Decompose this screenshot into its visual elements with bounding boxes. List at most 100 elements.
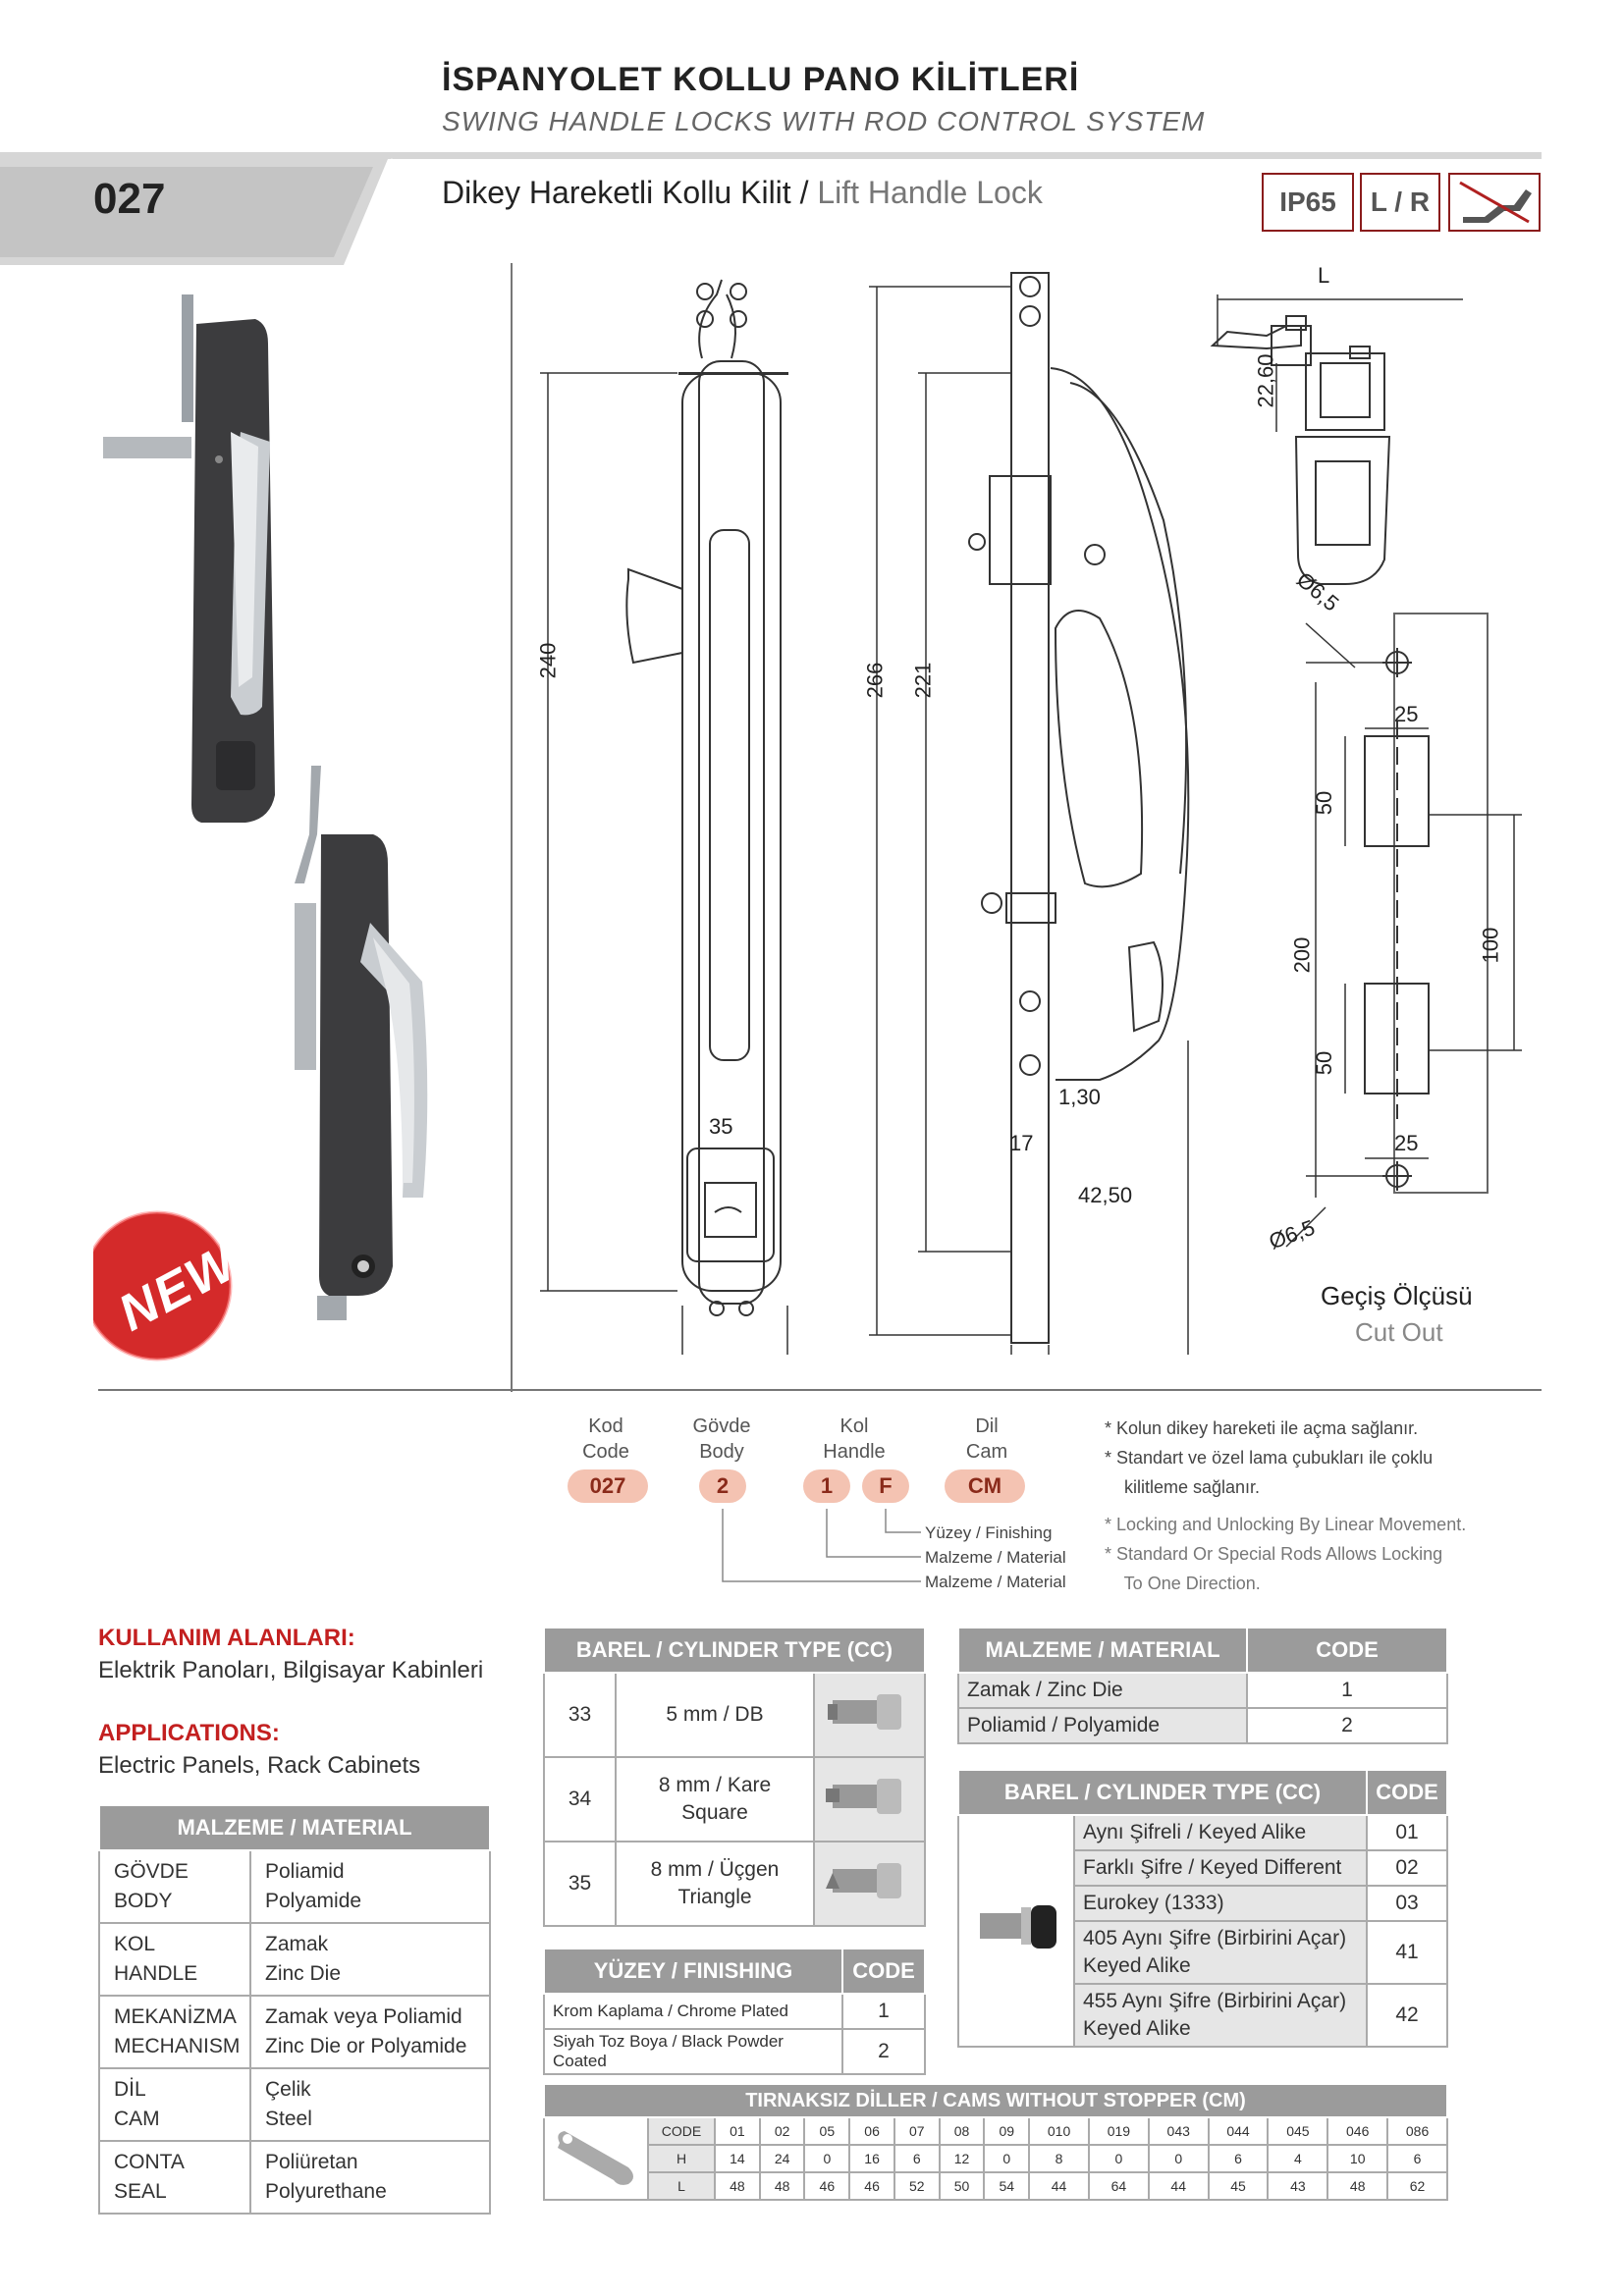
material-table-header: MALZEME / MATERIAL	[98, 1804, 491, 1851]
new-badge	[93, 1210, 233, 1362]
code-pill-finishing: F	[862, 1469, 909, 1503]
usage-text-tr: Elektrik Panoları, Bilgisayar Kabinleri	[98, 1657, 484, 1683]
technical-drawing	[540, 272, 1522, 1355]
code-pill-cam: CM	[945, 1469, 1025, 1503]
cfg-legend-material-body: Malzeme / Material	[925, 1573, 1066, 1591]
table-row: Eurokey (1333) 03	[958, 1885, 1448, 1922]
dim-35: 35	[709, 1114, 733, 1139]
barrel-table-header: BAREL / CYLINDER TYPE (CC)	[543, 1627, 926, 1674]
dim-200: 200	[1289, 936, 1315, 974]
table-row: Farklı Şifre / Keyed Different 02	[958, 1849, 1448, 1887]
cams-table-header: TIRNAKSIZ DİLLER / CAMS WITHOUT STOPPER …	[543, 2083, 1448, 2118]
table-row: 405 Aynı Şifre (Birbirini Açar)Keyed Ali…	[958, 1920, 1448, 1985]
cutout-label-tr: Geçiş Ölçüsü	[1321, 1281, 1473, 1310]
product-photo-front	[103, 294, 275, 823]
table-row: Krom Kaplama / Chrome Plated 1	[543, 1993, 926, 2030]
finishing-code-header: CODE	[841, 1948, 926, 1995]
cylinder-image	[813, 1672, 926, 1758]
barrel-table: BAREL / CYLINDER TYPE (CC) 33 5 mm / DB …	[543, 1627, 926, 1927]
drawing-cutout	[1364, 613, 1489, 1194]
dim-17: 17	[1009, 1131, 1034, 1155]
product-code: 027	[93, 175, 166, 223]
cylinder-image	[813, 1756, 926, 1842]
code-pill-body: 2	[699, 1469, 746, 1503]
dim-50-top: 50	[1312, 790, 1337, 816]
product-name-tr: Dikey Hareketli Kollu Kilit /	[442, 175, 809, 210]
dim-L: L	[1318, 263, 1330, 288]
cam-image	[543, 2116, 649, 2201]
notes-en: * Locking and Unlocking By Linear Moveme…	[1105, 1510, 1466, 1598]
page-subtitle: SWING HANDLE LOCKS WITH ROD CONTROL SYST…	[442, 106, 1206, 136]
header-band	[0, 152, 1542, 266]
product-name: Dikey Hareketli Kollu Kilit / Lift Handl…	[442, 175, 1043, 211]
dim-22-60: 22,60	[1253, 353, 1278, 408]
table-row: 455 Aynı Şifre (Birbirini Açar)Keyed Ali…	[958, 1983, 1448, 2048]
code-pill-handle: 1	[803, 1469, 850, 1503]
keyed-table-code-header: CODE	[1366, 1769, 1448, 1816]
dimension-lines	[540, 286, 1522, 1355]
notes-tr: * Kolun dikey hareketi ile açma sağlanır…	[1105, 1414, 1433, 1502]
code-pill-code: 027	[568, 1469, 648, 1503]
product-name-en: Lift Handle Lock	[817, 175, 1043, 210]
lr-badge: L / R	[1360, 173, 1440, 232]
cylinder-image	[813, 1841, 926, 1927]
material-code-header: MALZEME / MATERIAL	[957, 1627, 1248, 1674]
drawing-side-view	[968, 272, 1190, 1344]
dim-50-bottom: 50	[1312, 1050, 1337, 1076]
material-code-table: MALZEME / MATERIAL CODE Zamak / Zinc Die…	[957, 1627, 1448, 1744]
note-en-3: To One Direction.	[1105, 1574, 1261, 1593]
dim-25-bottom: 25	[1394, 1131, 1419, 1155]
key-cylinder-image	[957, 1814, 1075, 2048]
table-row: Zamak / Zinc Die 1	[957, 1672, 1448, 1709]
note-en-1: * Locking and Unlocking By Linear Moveme…	[1105, 1515, 1467, 1534]
dim-1-30: 1,30	[1058, 1085, 1101, 1109]
dim-266: 266	[862, 662, 888, 699]
divider-vertical	[511, 263, 513, 1392]
dim-240: 240	[535, 642, 561, 679]
table-row: Aynı Şifreli / Keyed Alike 01	[957, 1814, 1448, 2048]
keyed-table-header: BAREL / CYLINDER TYPE (CC)	[957, 1769, 1368, 1816]
material-code-code-header: CODE	[1246, 1627, 1448, 1674]
cfg-legend-material-handle: Malzeme / Material	[925, 1548, 1066, 1567]
cfg-connectors	[722, 1509, 921, 1582]
cfg-legend-finishing: Yüzey / Finishing	[925, 1523, 1053, 1542]
usage-heading-tr: KULLANIM ALANLARI:	[98, 1625, 355, 1651]
ip65-badge: IP65	[1262, 173, 1354, 232]
handle-icon	[1448, 173, 1541, 232]
drawing-front-view	[625, 279, 788, 1316]
note-tr-3: kilitleme sağlanır.	[1105, 1477, 1261, 1497]
note-en-2: * Standard Or Special Rods Allows Lockin…	[1105, 1544, 1443, 1564]
drawing-top-view	[1210, 315, 1391, 585]
table-row: Poliamid / Polyamide 2	[957, 1707, 1448, 1744]
cams-table: TIRNAKSIZ DİLLER / CAMS WITHOUT STOPPER …	[543, 2083, 1448, 2201]
keyed-cylinder-table: BAREL / CYLINDER TYPE (CC) CODE Aynı Şif…	[957, 1769, 1448, 2048]
table-row: 33 5 mm / DB	[543, 1672, 926, 1758]
note-tr-1: * Kolun dikey hareketi ile açma sağlanır…	[1105, 1418, 1419, 1438]
dim-221: 221	[910, 662, 936, 699]
table-row: Siyah Toz Boya / Black Powder Coated 2	[543, 2028, 926, 2075]
dim-42-50: 42,50	[1078, 1183, 1133, 1207]
cutout-label-en: Cut Out	[1355, 1317, 1443, 1347]
product-photos	[93, 294, 428, 1362]
page-title: İSPANYOLET KOLLU PANO KİLİTLERİ	[442, 61, 1080, 98]
dim-100: 100	[1478, 927, 1503, 964]
usage-text-en: Electric Panels, Rack Cabinets	[98, 1752, 421, 1779]
dim-25-top: 25	[1394, 702, 1419, 726]
divider-horizontal	[98, 1389, 1542, 1391]
usage-heading-en: APPLICATIONS:	[98, 1720, 280, 1746]
finishing-table-header: YÜZEY / FINISHING	[543, 1948, 843, 1995]
product-photo-open	[295, 766, 428, 1320]
